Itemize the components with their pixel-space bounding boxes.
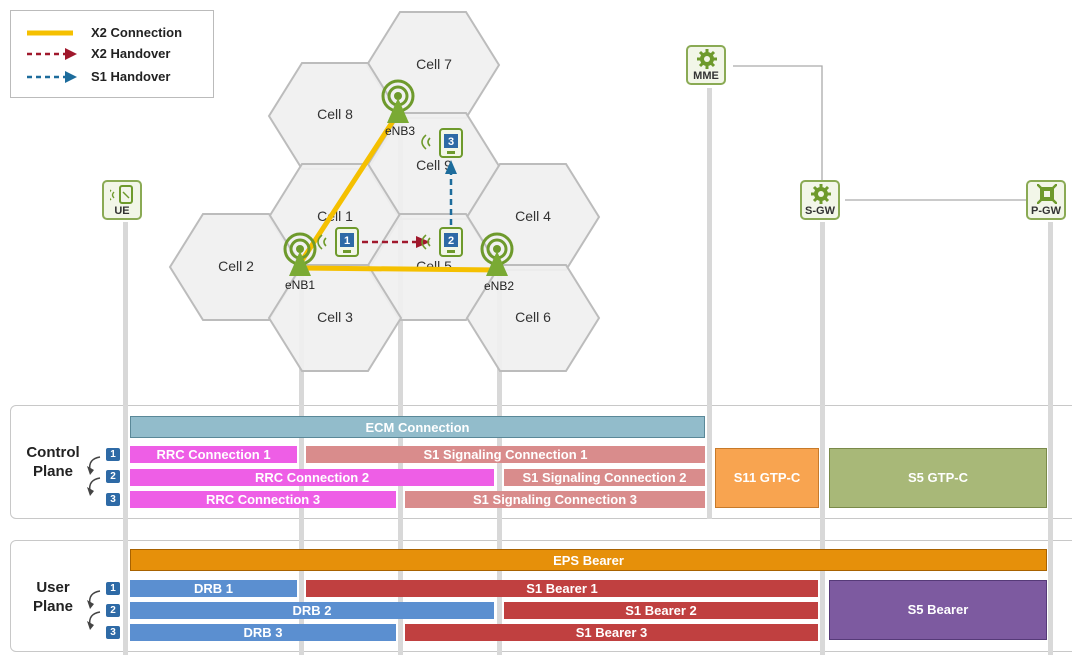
cell-9-label: Cell 9 <box>416 157 452 173</box>
cell-8-label: Cell 8 <box>317 106 353 122</box>
drb-3-bar: DRB 3 <box>130 624 396 641</box>
up-row-3-number: 3 <box>106 626 120 639</box>
enb2-label: eNB2 <box>484 279 514 293</box>
ue-vline-cp <box>123 405 128 519</box>
s1-bearer-2-bar: S1 Bearer 2 <box>504 602 818 619</box>
pgw-vline-cp <box>1048 405 1053 519</box>
cell-6-hex <box>465 264 601 372</box>
cell-3-hex <box>267 264 403 372</box>
enb1-tower-icon <box>283 232 317 276</box>
drb-1-bar: DRB 1 <box>130 580 297 597</box>
x2-handover-arrowhead <box>416 236 430 248</box>
cp-row-1-number: 1 <box>106 448 120 461</box>
ue-device-1-icon: 1 <box>317 227 359 257</box>
up-row-2-number: 2 <box>106 604 120 617</box>
pgw-node: P-GW <box>1026 180 1066 220</box>
s1-signaling-2-bar: S1 Signaling Connection 2 <box>504 469 705 486</box>
cell-6-label: Cell 6 <box>515 309 551 325</box>
control-plane-label-line2: Plane <box>32 463 74 480</box>
user-plane-label-line2: Plane <box>32 598 74 615</box>
control-plane-label: Control Plane <box>22 443 84 481</box>
s5-gtpc-box: S5 GTP-C <box>829 448 1047 508</box>
enb1-vline-cp <box>299 405 304 519</box>
user-plane-label: User Plane <box>22 578 84 616</box>
svg-text:3: 3 <box>448 136 454 148</box>
s1-bearer-3-bar: S1 Bearer 3 <box>405 624 818 641</box>
cell-2-label: Cell 2 <box>218 258 254 274</box>
svg-text:1: 1 <box>344 235 350 247</box>
legend-x2-handover: X2 Handover <box>91 46 171 61</box>
cell-4-label: Cell 4 <box>515 208 551 224</box>
s1-signaling-3-bar: S1 Signaling Connection 3 <box>405 491 705 508</box>
x2-enb1-enb2 <box>298 265 501 273</box>
ue-device-3-icon: 3 <box>421 128 463 158</box>
cp-row-2-number: 2 <box>106 470 120 483</box>
ue-node-label: UE <box>114 205 130 217</box>
x2-connections <box>298 115 501 273</box>
enb2-tower-icon <box>480 232 514 276</box>
legend: X2 Connection X2 Handover S1 Handover <box>10 10 214 98</box>
cell-3-label: Cell 3 <box>317 309 353 325</box>
ue-phone-icon <box>110 185 133 204</box>
eps-bearer-bar: EPS Bearer <box>130 549 1047 571</box>
mme-sgw-link <box>733 65 823 180</box>
legend-swatches <box>27 30 77 83</box>
ue-device-2-icon: 2 <box>421 227 463 257</box>
control-plane-label-line1: Control <box>26 444 80 461</box>
cell-7-label: Cell 7 <box>416 56 452 72</box>
cp-transition-arrows <box>87 456 101 496</box>
mme-node-label: MME <box>693 70 719 82</box>
legend-x2-connection: X2 Connection <box>91 25 183 40</box>
rrc-connection-3-bar: RRC Connection 3 <box>130 491 396 508</box>
enb3-vline <box>398 122 403 655</box>
user-plane-label-line1: User <box>36 579 70 596</box>
up-transition-arrows <box>87 590 101 630</box>
enb3-tower-icon <box>381 79 415 123</box>
rrc-connection-2-bar: RRC Connection 2 <box>130 469 494 486</box>
pgw-router-icon <box>1037 184 1057 204</box>
s5-bearer-box: S5 Bearer <box>829 580 1047 640</box>
cp-row-3-number: 3 <box>106 493 120 506</box>
pgw-vline-up <box>1048 540 1053 652</box>
mme-node: MME <box>686 45 726 85</box>
s11-gtpc-box: S11 GTP-C <box>715 448 819 508</box>
enb1-label: eNB1 <box>285 278 315 292</box>
pgw-node-label: P-GW <box>1031 205 1061 217</box>
s1-signaling-1-bar: S1 Signaling Connection 1 <box>306 446 705 463</box>
mme-vline <box>707 88 712 518</box>
s1-handover-arrowhead <box>445 160 457 174</box>
mme-vline-cp <box>707 405 712 519</box>
s1-bearer-1-bar: S1 Bearer 1 <box>306 580 818 597</box>
ecm-connection-bar: ECM Connection <box>130 416 705 438</box>
x2-enb1-enb3 <box>298 115 398 265</box>
drb-2-bar: DRB 2 <box>130 602 494 619</box>
sgw-node-label: S-GW <box>805 205 835 217</box>
up-row-1-number: 1 <box>106 582 120 595</box>
sgw-vline-cp <box>820 405 825 519</box>
cell-2-hex <box>168 213 304 321</box>
sgw-gear-icon <box>811 184 831 204</box>
sgw-vline-up <box>820 540 825 652</box>
sgw-node: S-GW <box>800 180 840 220</box>
enb1-vline-up <box>299 540 304 652</box>
mme-gear-icon <box>697 49 717 69</box>
ue-node: UE <box>102 180 142 220</box>
rrc-connection-1-bar: RRC Connection 1 <box>130 446 297 463</box>
enb3-label: eNB3 <box>385 124 415 138</box>
ue-vline-up <box>123 540 128 652</box>
legend-s1-handover: S1 Handover <box>91 69 171 84</box>
svg-text:2: 2 <box>448 235 454 247</box>
